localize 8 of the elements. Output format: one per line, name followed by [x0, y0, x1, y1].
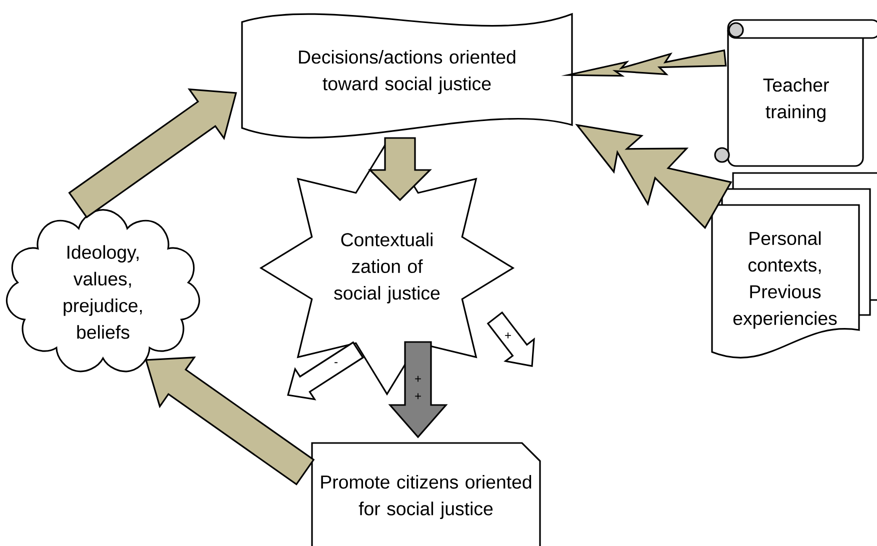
- arrow: [144, 356, 315, 486]
- arrow: [388, 341, 448, 438]
- edge-label: +: [502, 331, 514, 341]
- node-label: Teacher training: [763, 78, 829, 122]
- arrow: [368, 137, 432, 202]
- document-stack: Personal contexts, Previous experiencies: [711, 172, 877, 358]
- snipped-box: Promote citizens oriented for social justice: [311, 442, 541, 546]
- node-label: Personal contexts, Previous experiencies: [733, 231, 837, 329]
